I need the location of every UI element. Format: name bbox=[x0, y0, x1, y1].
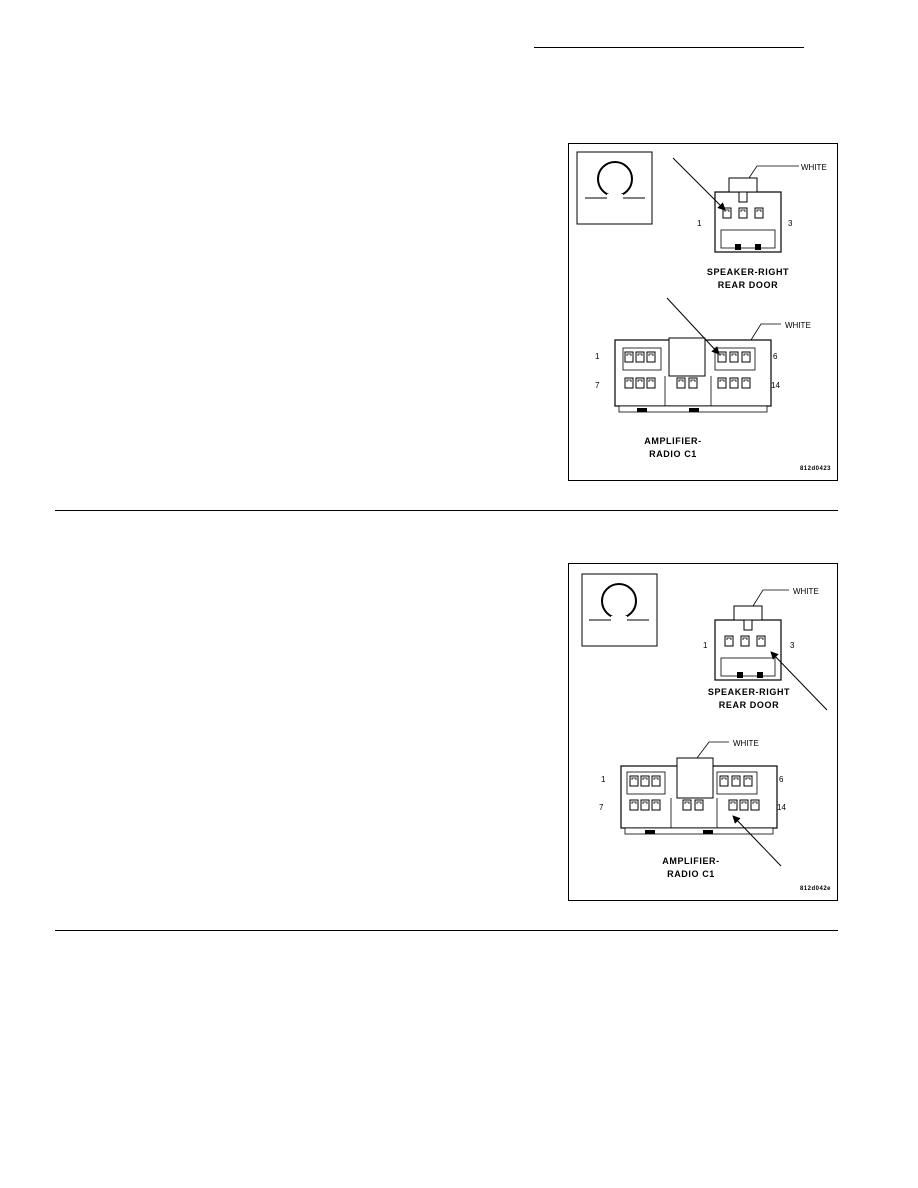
speaker-connector bbox=[714, 605, 782, 681]
speaker-pointer-arrow bbox=[672, 157, 726, 211]
speaker-title-line1: SPEAKER-RIGHT bbox=[707, 267, 789, 277]
amplifier-pin-7: 7 bbox=[599, 803, 604, 812]
amplifier-pin-6: 6 bbox=[773, 352, 778, 361]
amplifier-title-line2: RADIO C1 bbox=[667, 869, 715, 879]
amplifier-pointer-arrow bbox=[732, 815, 782, 867]
amplifier-connector bbox=[620, 757, 778, 835]
speaker-color-tag: WHITE bbox=[801, 163, 827, 172]
speaker-pin-left: 1 bbox=[703, 641, 708, 650]
speaker-title-line1: SPEAKER-RIGHT bbox=[708, 687, 790, 697]
speaker-color-tag: WHITE bbox=[793, 587, 819, 596]
speaker-connector bbox=[714, 177, 782, 253]
amplifier-pin-14: 14 bbox=[777, 803, 786, 812]
connector-diagram-2: WHITE 1 3 SPEAKER-RIGHT REAR DOOR WHITE … bbox=[581, 573, 831, 892]
amplifier-title-line2: RADIO C1 bbox=[649, 449, 697, 459]
amplifier-pointer-arrow bbox=[666, 297, 720, 355]
amplifier-pin-1: 1 bbox=[601, 775, 606, 784]
amplifier-pin-6: 6 bbox=[779, 775, 784, 784]
speaker-title-line2: REAR DOOR bbox=[719, 700, 779, 710]
speaker-white-callout bbox=[752, 589, 789, 607]
connector-face-view-icon bbox=[581, 573, 658, 647]
amplifier-pin-7: 7 bbox=[595, 381, 600, 390]
amplifier-pin-1: 1 bbox=[595, 352, 600, 361]
section-divider-2 bbox=[55, 930, 838, 931]
speaker-pin-right: 3 bbox=[788, 219, 793, 228]
speaker-title-line2: REAR DOOR bbox=[718, 280, 778, 290]
speaker-pin-right: 3 bbox=[790, 641, 795, 650]
amplifier-title-line1: AMPLIFIER- bbox=[662, 856, 720, 866]
amplifier-white-callout bbox=[750, 323, 781, 341]
connector-figure-2: WHITE 1 3 SPEAKER-RIGHT REAR DOOR WHITE … bbox=[568, 563, 838, 901]
amplifier-white-callout bbox=[696, 741, 729, 759]
speaker-pointer-arrow bbox=[770, 651, 828, 711]
figure-id: 812d042e bbox=[800, 886, 831, 892]
speaker-white-callout bbox=[748, 165, 799, 179]
amplifier-pin-14: 14 bbox=[771, 381, 780, 390]
header-rule bbox=[534, 47, 804, 48]
amplifier-connector bbox=[614, 337, 772, 413]
speaker-pin-left: 1 bbox=[697, 219, 702, 228]
connector-figure-1: WHITE 1 3 SPEAKER-RIGHT REAR DOOR WHITE bbox=[568, 143, 838, 481]
connector-face-view-icon bbox=[576, 151, 653, 225]
amplifier-color-tag: WHITE bbox=[785, 321, 811, 330]
figure-id: 812d0423 bbox=[800, 466, 831, 472]
connector-diagram-1: WHITE 1 3 SPEAKER-RIGHT REAR DOOR WHITE bbox=[576, 151, 831, 472]
amplifier-title-line1: AMPLIFIER- bbox=[644, 436, 702, 446]
section-divider-1 bbox=[55, 510, 838, 511]
amplifier-color-tag: WHITE bbox=[733, 739, 759, 748]
